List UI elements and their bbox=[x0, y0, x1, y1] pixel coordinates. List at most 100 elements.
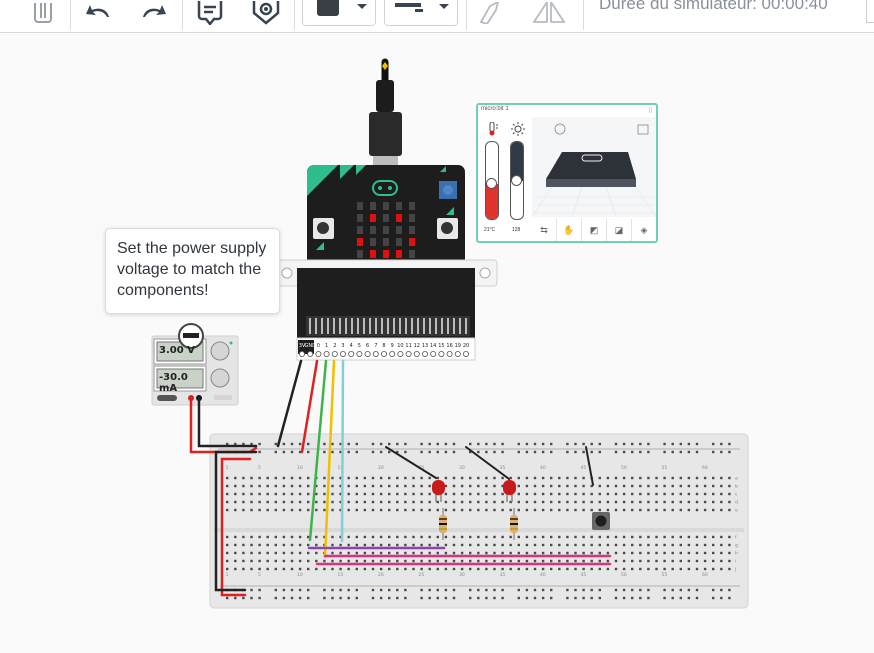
breadboard-hole[interactable] bbox=[590, 567, 593, 571]
breadboard-hole[interactable] bbox=[687, 500, 691, 504]
breadboard-hole[interactable] bbox=[566, 543, 569, 547]
breadboard-hole[interactable] bbox=[590, 551, 593, 555]
breadboard-hole[interactable] bbox=[371, 476, 375, 480]
breadboard-hole[interactable] bbox=[371, 442, 375, 446]
breadboard-hole[interactable] bbox=[331, 535, 334, 539]
breadboard-hole[interactable] bbox=[388, 508, 391, 512]
light-slider-knob[interactable] bbox=[511, 175, 522, 186]
breadboard-hole[interactable] bbox=[477, 492, 480, 496]
breadboard-hole[interactable] bbox=[242, 596, 245, 600]
breadboard-hole[interactable] bbox=[234, 559, 237, 563]
breadboard-hole[interactable] bbox=[258, 535, 261, 539]
breadboard-hole[interactable] bbox=[477, 450, 480, 454]
breadboard-hole[interactable] bbox=[266, 492, 269, 496]
breadboard-hole[interactable] bbox=[533, 543, 537, 547]
breadboard-hole[interactable] bbox=[250, 492, 253, 496]
breadboard-hole[interactable] bbox=[444, 484, 448, 488]
breadboard-hole[interactable] bbox=[339, 567, 342, 571]
breadboard-hole[interactable] bbox=[622, 551, 626, 555]
breadboard-hole[interactable] bbox=[639, 476, 642, 480]
breadboard-hole[interactable] bbox=[282, 551, 286, 555]
breadboard-hole[interactable] bbox=[687, 543, 691, 547]
breadboard-hole[interactable] bbox=[347, 551, 350, 555]
breadboard-hole[interactable] bbox=[517, 500, 520, 504]
breadboard-hole[interactable] bbox=[452, 596, 456, 600]
breadboard-hole[interactable] bbox=[695, 450, 699, 454]
breadboard-hole[interactable] bbox=[469, 596, 472, 600]
breadboard-hole[interactable] bbox=[598, 535, 601, 539]
breadboard-hole[interactable] bbox=[388, 500, 391, 504]
breadboard-hole[interactable] bbox=[655, 508, 658, 512]
breadboard-hole[interactable] bbox=[703, 476, 707, 480]
breadboard-hole[interactable] bbox=[671, 567, 674, 571]
breadboard-hole[interactable] bbox=[598, 450, 601, 454]
breadboard-hole[interactable] bbox=[460, 535, 464, 539]
breadboard-hole[interactable] bbox=[363, 492, 367, 496]
breadboard-hole[interactable] bbox=[574, 484, 577, 488]
breadboard-hole[interactable] bbox=[671, 492, 674, 496]
breadboard-hole[interactable] bbox=[404, 492, 407, 496]
breadboard-hole[interactable] bbox=[517, 442, 520, 446]
breadboard-hole[interactable] bbox=[550, 535, 553, 539]
led-1[interactable] bbox=[432, 480, 445, 502]
breadboard-hole[interactable] bbox=[379, 596, 383, 600]
breadboard-hole[interactable] bbox=[728, 559, 731, 563]
breadboard-hole[interactable] bbox=[363, 484, 367, 488]
breadboard-hole[interactable] bbox=[501, 551, 504, 555]
flip-button[interactable] bbox=[530, 0, 568, 26]
breadboard-hole[interactable] bbox=[566, 551, 569, 555]
breadboard-hole[interactable] bbox=[290, 484, 294, 488]
breadboard-hole[interactable] bbox=[550, 450, 553, 454]
breadboard-hole[interactable] bbox=[290, 543, 294, 547]
breadboard-hole[interactable] bbox=[420, 588, 423, 592]
breadboard-hole[interactable] bbox=[663, 450, 666, 454]
breadboard-hole[interactable] bbox=[444, 508, 448, 512]
breadboard-hole[interactable] bbox=[477, 484, 480, 488]
breadboard-hole[interactable] bbox=[550, 442, 553, 446]
breadboard-hole[interactable] bbox=[226, 500, 229, 504]
breadboard-hole[interactable] bbox=[444, 442, 448, 446]
breadboard-hole[interactable] bbox=[598, 442, 601, 446]
breadboard-hole[interactable] bbox=[485, 476, 488, 480]
breadboard-hole[interactable] bbox=[339, 559, 342, 563]
breadboard-hole[interactable] bbox=[728, 543, 731, 547]
breadboard-hole[interactable] bbox=[712, 596, 715, 600]
breadboard-hole[interactable] bbox=[509, 500, 512, 504]
breadboard-hole[interactable] bbox=[550, 567, 553, 571]
breadboard-hole[interactable] bbox=[226, 492, 229, 496]
breadboard-hole[interactable] bbox=[703, 543, 707, 547]
breadboard-hole[interactable] bbox=[298, 588, 302, 592]
breadboard-hole[interactable] bbox=[274, 559, 277, 563]
breadboard-hole[interactable] bbox=[501, 543, 504, 547]
breadboard-hole[interactable] bbox=[307, 596, 310, 600]
breadboard-hole[interactable] bbox=[614, 450, 618, 454]
breadboard-hole[interactable] bbox=[541, 450, 545, 454]
breadboard-hole[interactable] bbox=[355, 500, 358, 504]
breadboard-hole[interactable] bbox=[493, 484, 496, 488]
breadboard-hole[interactable] bbox=[436, 450, 439, 454]
breadboard-hole[interactable] bbox=[396, 484, 399, 488]
breadboard-hole[interactable] bbox=[622, 442, 626, 446]
breadboard-hole[interactable] bbox=[250, 500, 253, 504]
breadboard-hole[interactable] bbox=[485, 442, 488, 446]
breadboard-hole[interactable] bbox=[420, 551, 423, 555]
breadboard-hole[interactable] bbox=[558, 559, 561, 563]
breadboard-hole[interactable] bbox=[687, 484, 691, 488]
breadboard-hole[interactable] bbox=[412, 500, 415, 504]
breadboard-hole[interactable] bbox=[655, 567, 658, 571]
breadboard-hole[interactable] bbox=[436, 442, 439, 446]
breadboard-hole[interactable] bbox=[663, 508, 666, 512]
led-2[interactable] bbox=[503, 480, 516, 502]
breadboard-hole[interactable] bbox=[452, 500, 456, 504]
breadboard-hole[interactable] bbox=[404, 500, 407, 504]
breadboard-hole[interactable] bbox=[647, 450, 650, 454]
breadboard-hole[interactable] bbox=[631, 551, 634, 555]
breadboard-hole[interactable] bbox=[517, 551, 520, 555]
breadboard-hole[interactable] bbox=[404, 551, 407, 555]
breadboard-hole[interactable] bbox=[250, 484, 253, 488]
breadboard-hole[interactable] bbox=[404, 476, 407, 480]
breadboard-hole[interactable] bbox=[631, 484, 634, 488]
breadboard-hole[interactable] bbox=[460, 567, 464, 571]
breadboard-hole[interactable] bbox=[371, 551, 375, 555]
breadboard-hole[interactable] bbox=[671, 450, 674, 454]
